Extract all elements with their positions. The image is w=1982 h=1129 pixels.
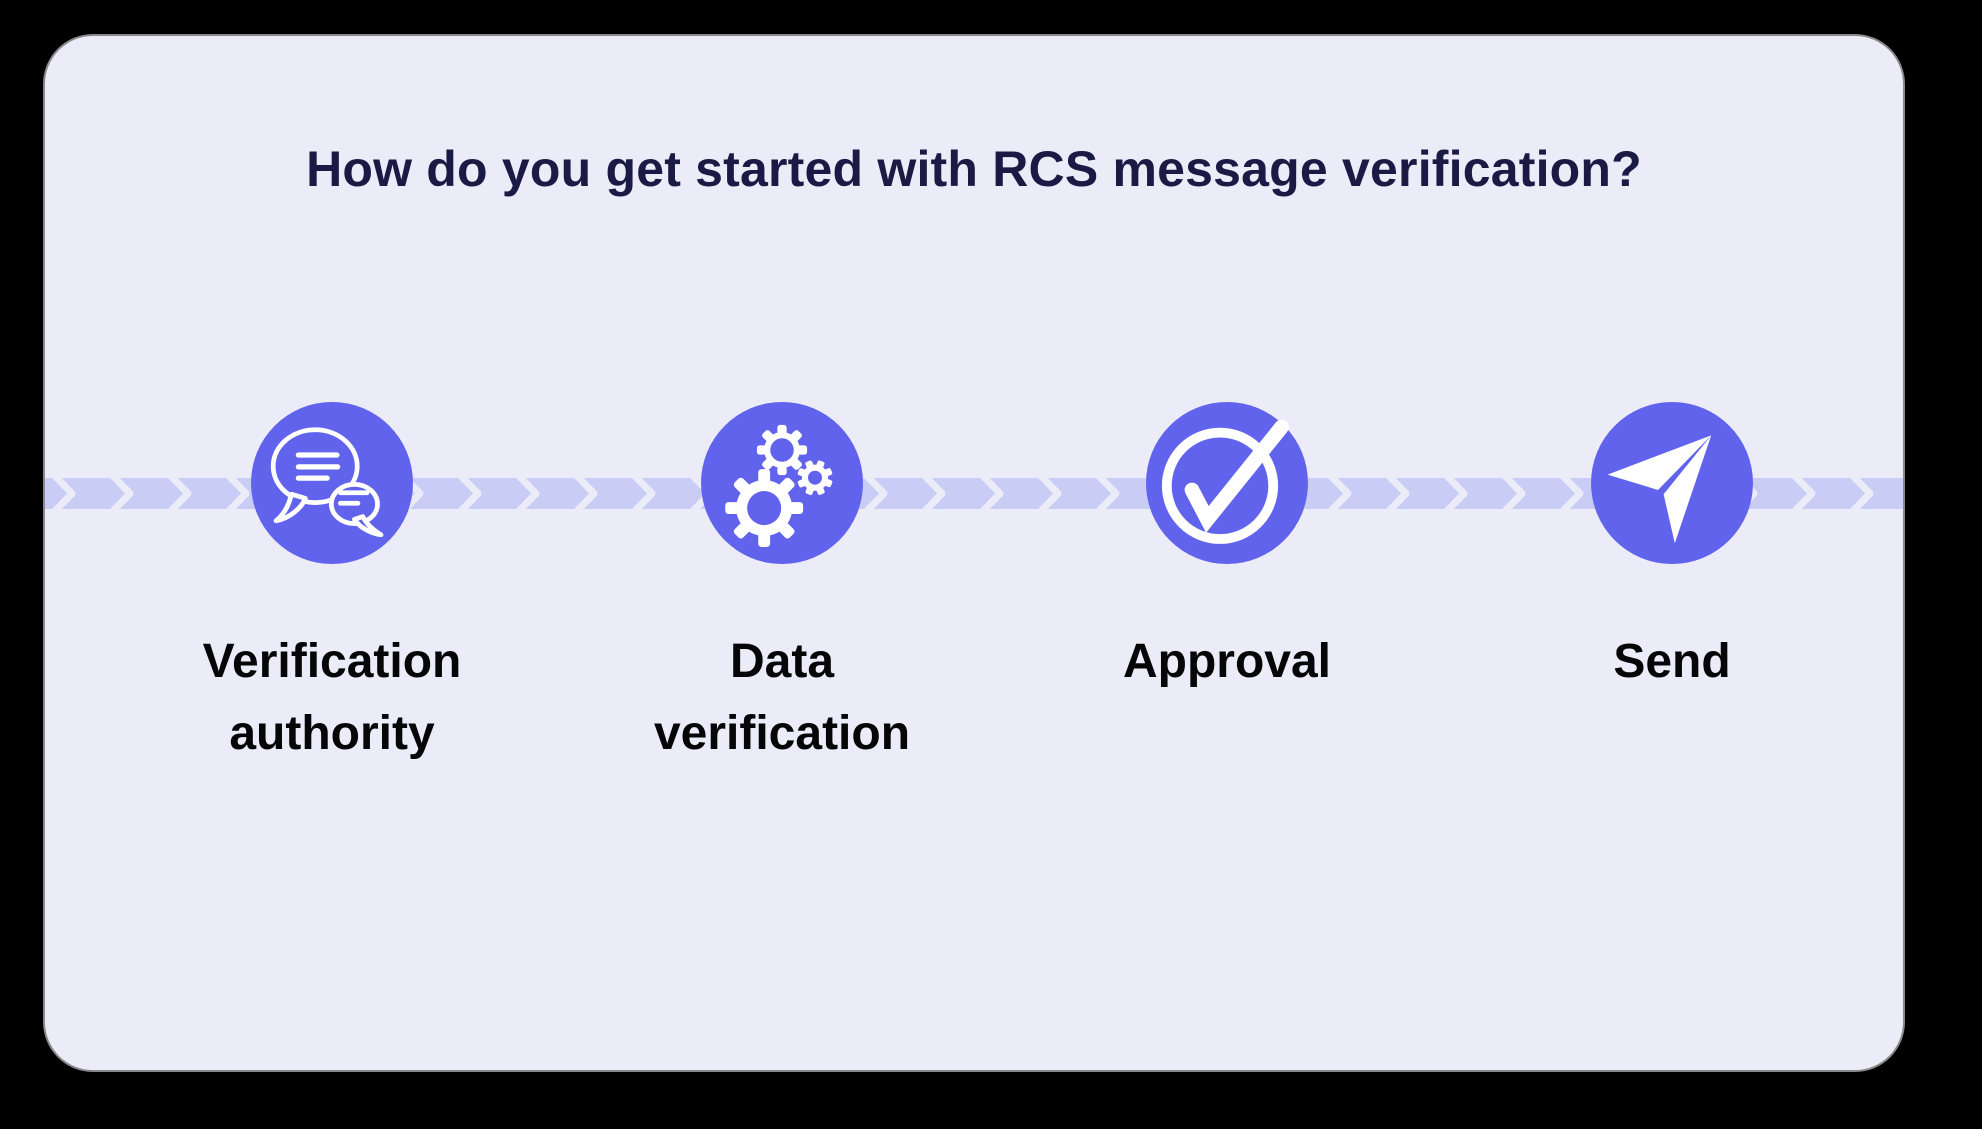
gears-icon (725, 424, 833, 548)
check-circle-icon (1161, 419, 1289, 544)
infographic-card: How do you get started with RCS message … (45, 36, 1903, 1070)
paper-plane-icon (1607, 435, 1712, 544)
step-circle (1146, 402, 1308, 564)
step-circle (701, 402, 863, 564)
chat-bubbles-icon (270, 427, 384, 538)
step-approval: Approval (1037, 402, 1417, 698)
step-data-verification: Data verification (592, 402, 972, 770)
step-circle (1591, 402, 1753, 564)
step-label: Data verification (653, 635, 911, 760)
step-label: Send (1613, 635, 1731, 688)
step-verification-authority: Verification authority (142, 402, 522, 770)
step-send: Send (1482, 402, 1862, 698)
step-label: Approval (1122, 635, 1332, 688)
step-circle (251, 402, 413, 564)
step-label: Verification authority (202, 635, 462, 760)
page-title: How do you get started with RCS message … (306, 141, 1642, 197)
